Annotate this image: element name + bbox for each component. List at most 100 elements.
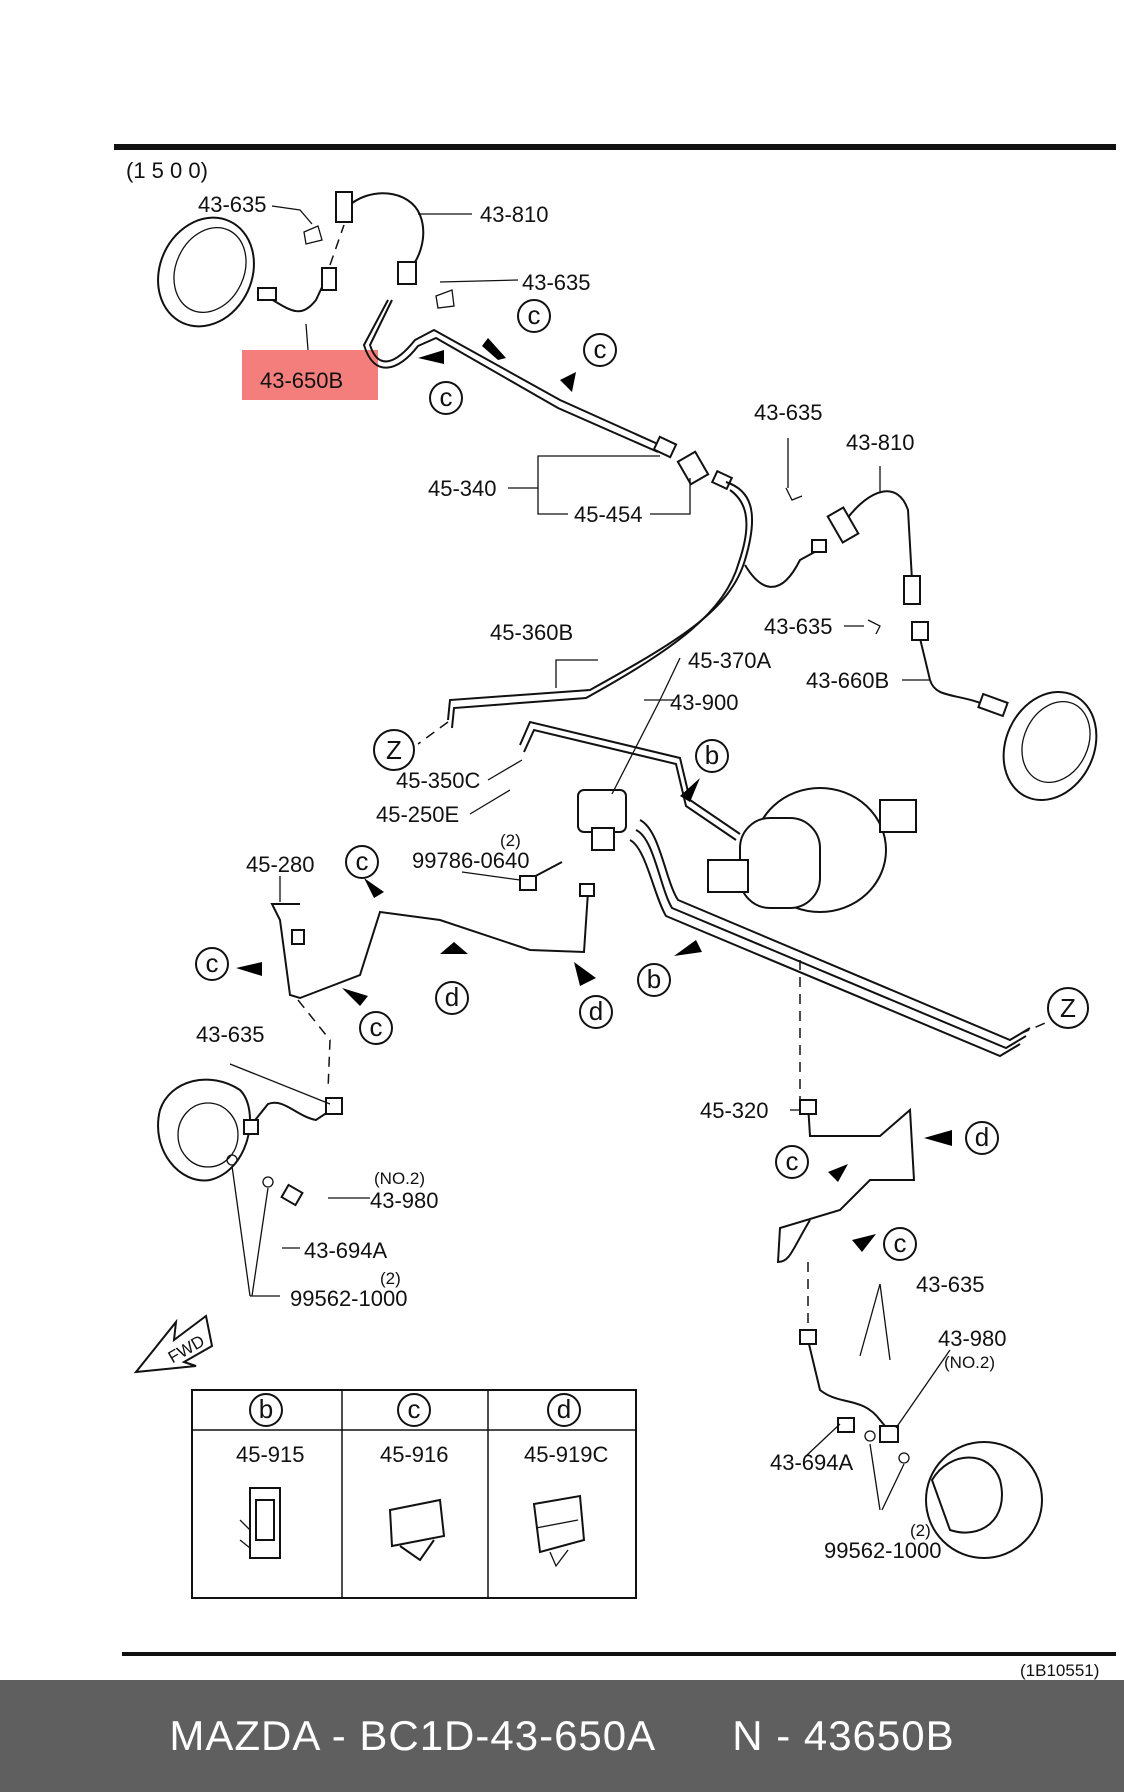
label-no2: (NO.2) — [944, 1353, 995, 1372]
dashed-guide — [297, 999, 331, 1091]
clip-45-915-icon — [239, 1487, 281, 1559]
fitting — [243, 1119, 259, 1135]
bottom-rule — [122, 1652, 1116, 1656]
pipe-45-280 — [270, 891, 589, 1000]
label-qty-2: (2) — [500, 831, 521, 850]
pipe-45-360b — [447, 481, 754, 721]
bolt-43-694a — [280, 1183, 304, 1207]
label-43-694a: 43-694A — [770, 1450, 854, 1475]
brand-part-number: MAZDA - BC1D-43-650A — [169, 1712, 657, 1759]
label-43-635: 43-635 — [764, 614, 833, 639]
label-43-980: 43-980 — [938, 1326, 1007, 1351]
header-note: (1 5 0 0) — [126, 158, 208, 183]
svg-text:b: b — [647, 964, 661, 994]
svg-text:d: d — [975, 1122, 989, 1152]
fitting — [811, 539, 827, 553]
drum-top-left — [157, 216, 255, 328]
legend-letter: c — [408, 1394, 421, 1424]
fitting — [579, 883, 595, 897]
fitting — [652, 435, 678, 459]
footer-gap — [656, 1712, 732, 1760]
clip-45-919c-icon — [532, 1494, 586, 1568]
clip-43-635 — [435, 289, 455, 309]
fwd-arrow: FWD — [133, 1314, 214, 1374]
washer — [226, 1154, 238, 1166]
label-99562-1000: 99562-1000 — [824, 1538, 941, 1563]
clip-45-916-icon — [388, 1498, 446, 1562]
label-45-370a: 45-370A — [688, 648, 772, 673]
hose-43-980-right — [807, 1339, 891, 1433]
label-45-280: 45-280 — [246, 852, 315, 877]
fitting — [799, 1099, 817, 1115]
pipe-45-340 — [368, 299, 661, 446]
valve-43-900 — [577, 789, 627, 851]
svg-text:c: c — [370, 1012, 383, 1042]
clip-43-635 — [785, 487, 803, 501]
svg-text:c: c — [786, 1146, 799, 1176]
fitting — [977, 692, 1009, 718]
pipe-45-250e — [523, 728, 737, 841]
label-qty-2: (2) — [910, 1521, 931, 1540]
clip-43-635 — [867, 619, 881, 635]
figure-code: (1B10551) — [1020, 1661, 1099, 1680]
dashed-guide — [417, 721, 449, 745]
svg-text:d: d — [445, 982, 459, 1012]
top-rule — [114, 144, 1116, 150]
label-45-454: 45-454 — [574, 502, 643, 527]
label-43-694a: 43-694A — [304, 1238, 388, 1263]
fitting — [879, 1425, 899, 1443]
label-45-350c: 45-350C — [396, 768, 481, 793]
pipe-45-320 — [776, 1103, 916, 1264]
label-43-635: 43-635 — [754, 400, 823, 425]
svg-text:c: c — [206, 948, 219, 978]
drum-right — [1002, 690, 1098, 802]
hose-43-810-top — [345, 192, 425, 271]
hose-43-660b — [917, 629, 993, 709]
fitting — [291, 929, 305, 945]
part-labels: 43-635 43-810 43-635 43-650B 45-340 45-4… — [196, 192, 1007, 1563]
label-45-320: 45-320 — [700, 1098, 769, 1123]
label-45-250e: 45-250E — [376, 802, 459, 827]
hub-right — [925, 1441, 1043, 1559]
label-qty-2: (2) — [380, 1269, 401, 1288]
fitting — [257, 287, 277, 301]
label-45-340: 45-340 — [428, 476, 497, 501]
dashed-guide — [1019, 1019, 1053, 1035]
legend-part: 45-915 — [236, 1442, 305, 1467]
hub-left — [157, 1078, 251, 1182]
washer — [262, 1176, 274, 1188]
legend-letter: d — [557, 1394, 571, 1424]
legend-part: 45-916 — [380, 1442, 449, 1467]
label-43-635: 43-635 — [916, 1272, 985, 1297]
label-99562-1000: 99562-1000 — [290, 1286, 407, 1311]
pipe-45-350c — [519, 720, 741, 835]
fitting — [799, 1329, 817, 1345]
fitting — [903, 575, 921, 605]
fitting — [397, 261, 417, 285]
highlight-box — [242, 350, 378, 400]
alt-part-number: N - 43650B — [732, 1712, 955, 1759]
bolt-43-694a — [837, 1417, 855, 1433]
pipe-45-370a — [451, 489, 748, 729]
callout-circles: c c c b b c c c d d d c c Z Z — [195, 299, 1089, 1261]
label-43-810: 43-810 — [480, 202, 549, 227]
label-43-660b: 43-660B — [806, 668, 889, 693]
fitting — [911, 621, 929, 641]
fitting — [321, 267, 337, 291]
svg-text:c: c — [440, 382, 453, 412]
svg-text:Z: Z — [386, 735, 402, 765]
fitting — [335, 191, 353, 223]
label-43-635: 43-635 — [196, 1022, 265, 1047]
label-45-360b: 45-360B — [490, 620, 573, 645]
svg-text:b: b — [705, 740, 719, 770]
pipe-branch — [744, 547, 823, 588]
label-43-650b: 43-650B — [260, 368, 343, 393]
svg-text:Z: Z — [1060, 993, 1076, 1023]
union-45-454 — [676, 450, 710, 486]
label-43-900: 43-900 — [670, 690, 739, 715]
washer — [898, 1452, 910, 1464]
leader-99562 — [231, 1165, 280, 1297]
hose-43-810-right — [845, 490, 913, 581]
pipe-front — [629, 839, 1021, 1058]
clip-legend-table: b c d 45-915 45-916 45-919C — [191, 1389, 637, 1599]
